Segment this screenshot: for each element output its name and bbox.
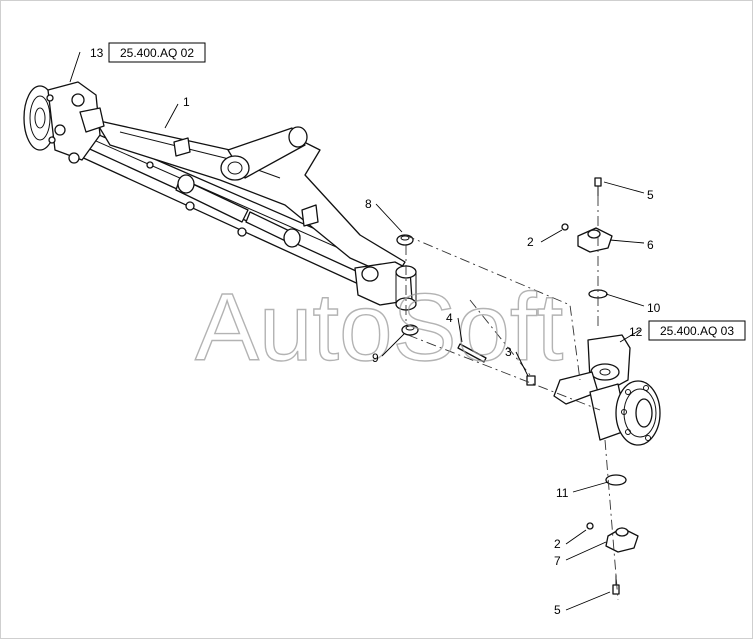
grease-nipple-upper <box>561 223 569 231</box>
callout-2-upper: 2 <box>527 235 534 249</box>
reference-label-top: 25.400.AQ 02 <box>120 46 194 60</box>
callout-13: 13 <box>90 46 104 60</box>
callout-6: 6 <box>647 238 654 252</box>
axle-beam-assembly <box>54 117 417 311</box>
bolt-top <box>594 177 602 196</box>
reference-label-right: 25.400.AQ 03 <box>660 324 734 338</box>
stud <box>457 343 487 363</box>
callout-7: 7 <box>554 554 561 568</box>
nut <box>526 375 536 386</box>
bushing-upper <box>396 234 414 246</box>
callout-3: 3 <box>505 345 512 359</box>
callout-10: 10 <box>647 301 661 315</box>
bolt-bottom <box>612 575 620 595</box>
reference-box-top: 25.400.AQ 02 <box>108 42 206 63</box>
callout-leaders <box>69 51 645 611</box>
callout-12: 12 <box>629 325 643 339</box>
callout-5-lower: 5 <box>554 603 561 617</box>
upper-bearing-cap <box>577 227 613 253</box>
left-hub-assembly <box>23 81 105 164</box>
callout-5-upper: 5 <box>647 188 654 202</box>
callout-4: 4 <box>446 311 453 325</box>
watermark-text: AutoSoft <box>195 274 563 381</box>
callout-9: 9 <box>372 351 379 365</box>
lower-bearing-cap <box>605 527 639 553</box>
grease-nipple-lower <box>586 522 594 530</box>
callout-1: 1 <box>183 95 190 109</box>
callout-8: 8 <box>365 197 372 211</box>
right-hub-assembly <box>553 334 661 446</box>
callout-11: 11 <box>556 486 569 500</box>
washer-lower <box>605 474 627 486</box>
reference-box-right: 25.400.AQ 03 <box>648 320 746 341</box>
callout-2-lower: 2 <box>554 537 561 551</box>
callout-numbers: 13 1 8 9 4 3 2 5 6 10 12 11 2 7 5 <box>90 46 661 617</box>
assembly-lines <box>404 196 619 601</box>
bushing-lower <box>401 324 419 336</box>
